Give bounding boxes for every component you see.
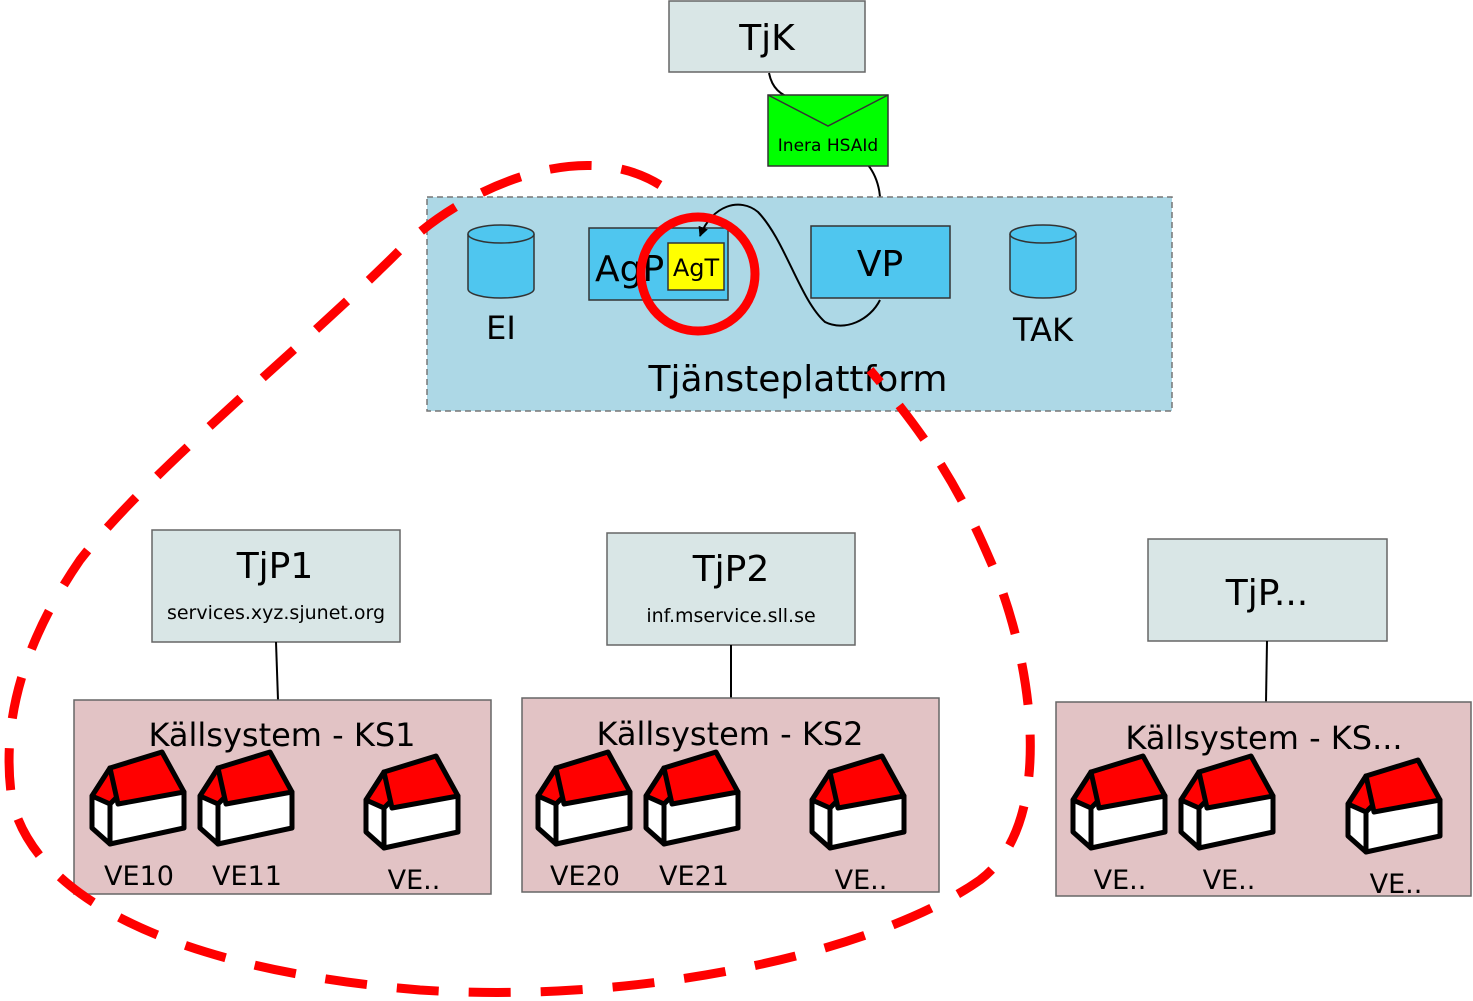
producer-address: services.xyz.sjunet.org bbox=[167, 602, 385, 624]
tak-database-icon bbox=[1009, 224, 1077, 299]
producer-address: inf.mservice.sll.se bbox=[646, 605, 815, 627]
vp-to-agt-connector bbox=[698, 203, 881, 327]
tjk-node[interactable]: TjK bbox=[668, 0, 866, 73]
house-icon bbox=[535, 749, 633, 847]
vp-node[interactable]: VP bbox=[810, 225, 951, 299]
producer-to-source-connector bbox=[275, 641, 279, 701]
house-icon bbox=[643, 749, 741, 847]
envelope-icon bbox=[767, 94, 889, 167]
house-icon bbox=[1070, 753, 1168, 851]
care-unit-label: VE.. bbox=[835, 865, 888, 896]
envelope-label: Inera HSAId bbox=[778, 136, 878, 156]
house-icon bbox=[89, 749, 187, 847]
scope-boundary-dashed bbox=[4, 160, 1035, 997]
care-unit-label: VE.. bbox=[1094, 865, 1147, 896]
producer-tjp1[interactable]: TjP1 services.xyz.sjunet.org bbox=[151, 529, 401, 643]
producer-tjp-more[interactable]: TjP... bbox=[1147, 538, 1388, 642]
producer-to-source-connector bbox=[1265, 640, 1268, 703]
tjk-label: TjK bbox=[738, 18, 796, 59]
care-unit-label: VE.. bbox=[1370, 869, 1423, 900]
care-unit-label: VE11 bbox=[212, 861, 282, 892]
source-system-label: Källsystem - KS... bbox=[1125, 719, 1402, 757]
care-unit-label: VE.. bbox=[1203, 865, 1256, 896]
ei-label: EI bbox=[486, 309, 516, 347]
house-icon bbox=[1178, 753, 1276, 851]
house-icon bbox=[809, 753, 907, 851]
care-unit-label: VE21 bbox=[659, 861, 729, 892]
producer-name: TjP... bbox=[1225, 573, 1308, 614]
source-system-label: Källsystem - KS1 bbox=[148, 716, 415, 754]
ei-database-icon bbox=[467, 224, 535, 299]
care-unit-label: VE.. bbox=[388, 865, 441, 896]
producer-name: TjP2 bbox=[692, 549, 770, 590]
source-system-label: Källsystem - KS2 bbox=[596, 715, 863, 753]
care-unit-label: VE10 bbox=[104, 861, 174, 892]
agt-label: AgT bbox=[673, 254, 720, 282]
care-unit-label: VE20 bbox=[550, 861, 620, 892]
producer-name: TjP1 bbox=[236, 546, 314, 587]
house-icon bbox=[197, 749, 295, 847]
vp-label: VP bbox=[857, 244, 903, 285]
agp-label: AgP bbox=[595, 249, 664, 290]
house-icon bbox=[363, 753, 461, 851]
agt-node[interactable]: AgT bbox=[667, 242, 725, 291]
house-icon bbox=[1345, 757, 1443, 855]
platform-label: Tjänsteplattform bbox=[648, 359, 948, 400]
agt-highlight-circle bbox=[636, 212, 760, 336]
producer-tjp2[interactable]: TjP2 inf.mservice.sll.se bbox=[606, 532, 856, 646]
tak-label: TAK bbox=[1012, 311, 1074, 349]
